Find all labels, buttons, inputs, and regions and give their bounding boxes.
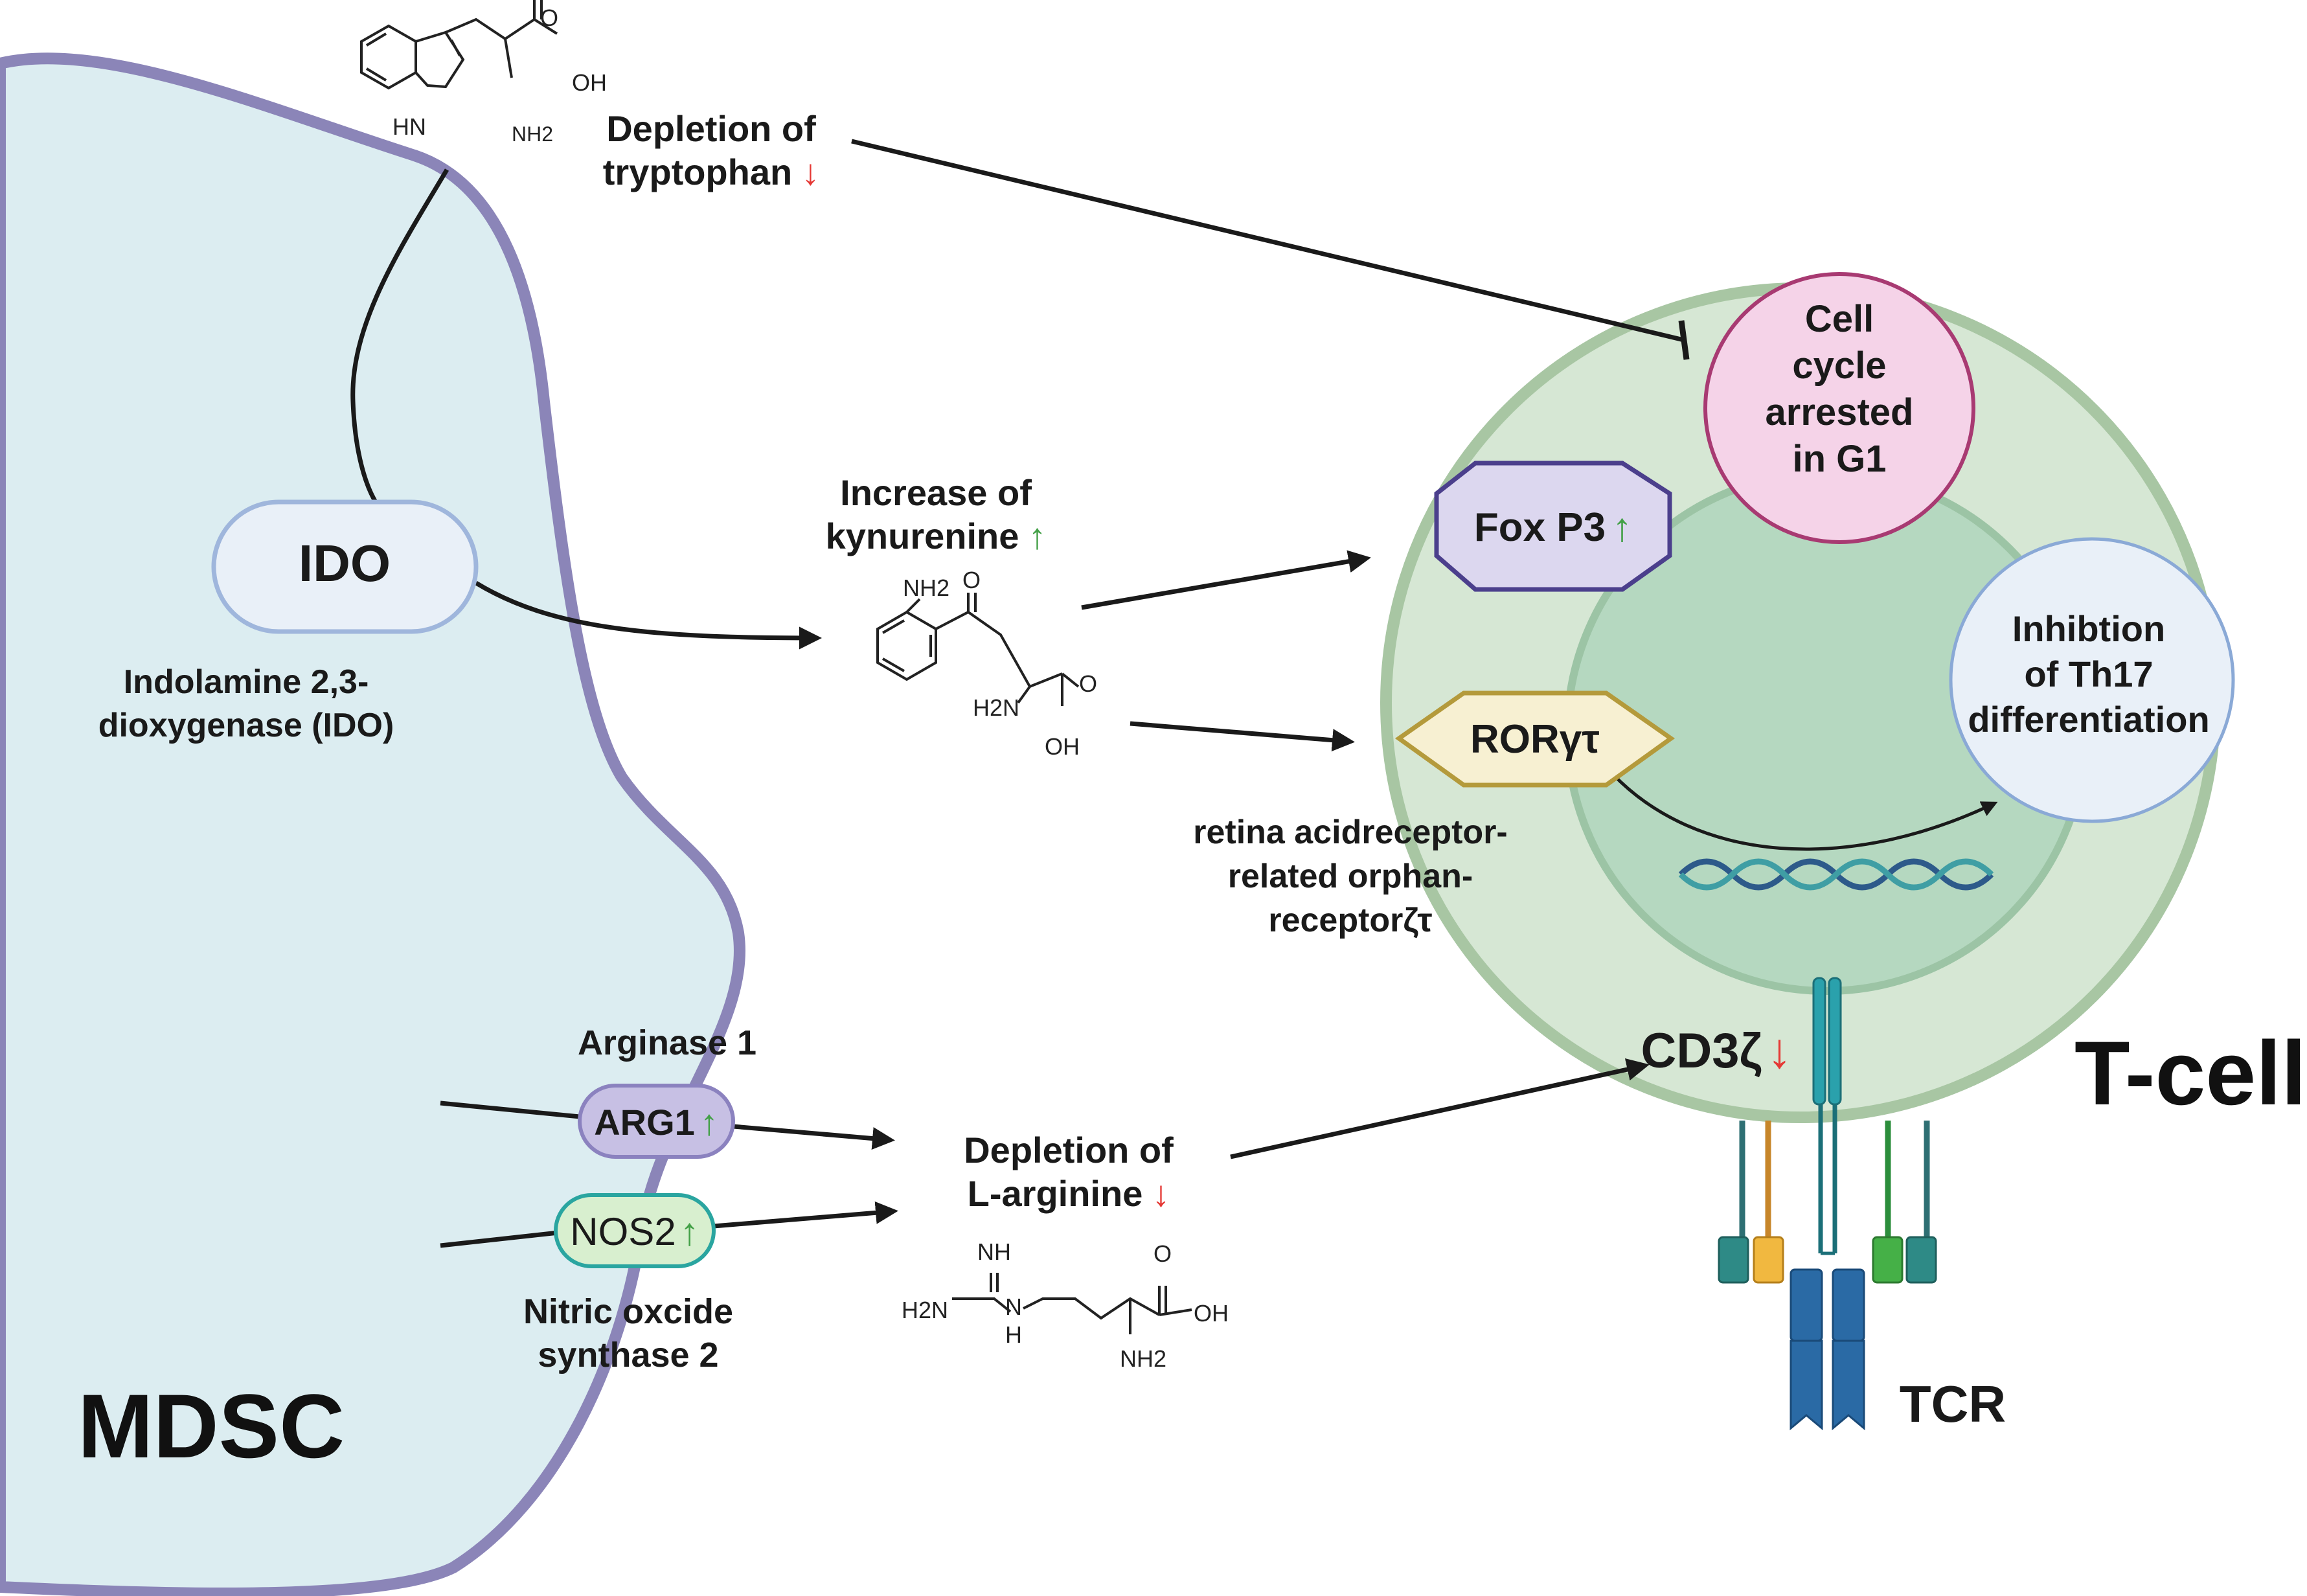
th17-line2: of Th17	[2024, 654, 2153, 694]
nos2-label-text: NOS2	[570, 1210, 676, 1253]
kynurenine-o2-atom: O	[1079, 670, 1097, 697]
ror-hexagon	[1394, 690, 1676, 788]
connectors	[350, 139, 1998, 1248]
arginine-down-arrow: ↓	[1152, 1173, 1170, 1214]
tryptophan-oh-atom: OH	[572, 69, 607, 96]
arginine-label-line1: Depletion of	[964, 1130, 1174, 1170]
tcr-complex-icon	[1718, 977, 1937, 1431]
ror-to-th17-arrow	[1611, 773, 1998, 851]
arg1-title: Arginase 1	[578, 1023, 756, 1062]
th17-circle	[1949, 537, 2235, 823]
arginine-nh-atom: NH	[977, 1238, 1011, 1265]
tryptophan-o-atom: O	[540, 5, 558, 31]
arginine-label-text: L-arginine	[968, 1173, 1143, 1214]
tryptophan-inhibition-line	[851, 139, 1685, 343]
cell-cycle-circle	[1703, 272, 1975, 544]
tryptophan-label-line1: Depletion of	[606, 108, 816, 149]
ido-to-kynurenine-arrow	[475, 581, 822, 650]
dna-helix-icon	[1678, 858, 1994, 891]
ido-full-name-line1: Indolamine 2,3-	[124, 663, 369, 701]
kynurenine-h2n-atom: H2N	[973, 694, 1019, 721]
tryptophan-to-ido-line	[350, 168, 449, 503]
tcr-label: TCR	[1900, 1375, 2006, 1433]
tryptophan-down-arrow: ↓	[801, 152, 819, 192]
kynurenine-o-atom: O	[962, 567, 981, 593]
cd3-down-arrow: ↓	[1767, 1023, 1792, 1078]
tryptophan-label-text: tryptophan	[603, 152, 792, 192]
ido-label: IDO	[299, 534, 391, 592]
arginine-label-line2: L-arginine↓	[968, 1173, 1170, 1214]
t-cell-title: T-cell	[2074, 1022, 2306, 1124]
arg1-input-line	[440, 1100, 580, 1119]
arg1-up-arrow: ↑	[700, 1102, 718, 1143]
tryptophan-hn-atom: HN	[392, 113, 426, 140]
foxp3-octagon	[1434, 461, 1672, 592]
ror-desc-line3: receptorζτ	[1268, 902, 1432, 939]
cell-cycle-line3: arrested	[1766, 391, 1914, 433]
th17-line3: differentiation	[1968, 699, 2209, 740]
arginine-h-atom: H	[1005, 1321, 1022, 1348]
arg1-pill	[578, 1084, 735, 1159]
cell-cycle-line4: in G1	[1792, 438, 1886, 480]
nos2-desc-line1: Nitric oxcide	[523, 1292, 733, 1331]
arginine-n-atom: N	[1005, 1294, 1022, 1320]
kynurenine-to-ror-arrow	[1130, 721, 1355, 752]
foxp3-label: Fox P3↑	[1474, 505, 1632, 550]
kynurenine-to-foxp3-arrow	[1081, 550, 1371, 610]
kynurenine-up-arrow: ↑	[1028, 516, 1046, 556]
ido-full-name-line2: dioxygenase (IDO)	[98, 707, 394, 744]
th17-line1: Inhibtion	[2012, 608, 2165, 649]
arginine-o-atom: O	[1154, 1240, 1172, 1267]
tryptophan-label-line2: tryptophan↓	[603, 152, 819, 192]
nos2-up-arrow: ↑	[680, 1210, 699, 1253]
arginine-nh2-atom: NH2	[1120, 1345, 1166, 1372]
kynurenine-label-line1: Increase of	[840, 472, 1032, 513]
kynurenine-label-text: kynurenine	[826, 516, 1019, 556]
nos2-desc-line2: synthase 2	[538, 1336, 718, 1374]
arginine-oh-atom: OH	[1194, 1300, 1229, 1327]
kynurenine-label-line2: kynurenine↑	[826, 516, 1047, 556]
kynurenine-structure	[876, 593, 1080, 706]
foxp3-label-text: Fox P3	[1474, 505, 1606, 550]
arginine-to-cd3-arrow	[1230, 1058, 1650, 1159]
cd3-label: CD3ζ↓	[1641, 1023, 1791, 1078]
ror-label: RORγτ	[1470, 717, 1600, 762]
cell-cycle-line2: cycle	[1792, 345, 1886, 387]
kynurenine-nh2-atom: NH2	[903, 575, 949, 601]
nos2-label: NOS2↑	[570, 1210, 699, 1253]
ror-desc-line1: retina acidreceptor-	[1193, 814, 1508, 851]
arg1-label-text: ARG1	[594, 1102, 695, 1143]
tryptophan-nh2-atom: NH2	[512, 122, 553, 146]
nos2-to-arginine-arrow	[713, 1201, 898, 1229]
ido-pill	[211, 499, 479, 634]
arginine-h2n-atom: H2N	[902, 1297, 948, 1323]
inhibition-bar	[1678, 320, 1690, 360]
mdsc-cell-body	[0, 52, 745, 1596]
nos2-pill	[554, 1193, 716, 1268]
foxp3-up-arrow: ↑	[1612, 505, 1632, 550]
tryptophan-structure	[360, 0, 558, 90]
cd3-label-text: CD3ζ	[1641, 1023, 1762, 1078]
arg1-to-arginine-arrow	[733, 1124, 895, 1150]
kynurenine-oh-atom: OH	[1045, 733, 1080, 760]
mdsc-title: MDSC	[78, 1375, 345, 1477]
cell-cycle-line1: Cell	[1805, 298, 1874, 340]
arginine-structure	[952, 1273, 1192, 1334]
nos2-input-line	[440, 1230, 559, 1248]
arg1-label: ARG1↑	[594, 1102, 718, 1143]
ror-desc-line2: related orphan-	[1228, 858, 1473, 895]
